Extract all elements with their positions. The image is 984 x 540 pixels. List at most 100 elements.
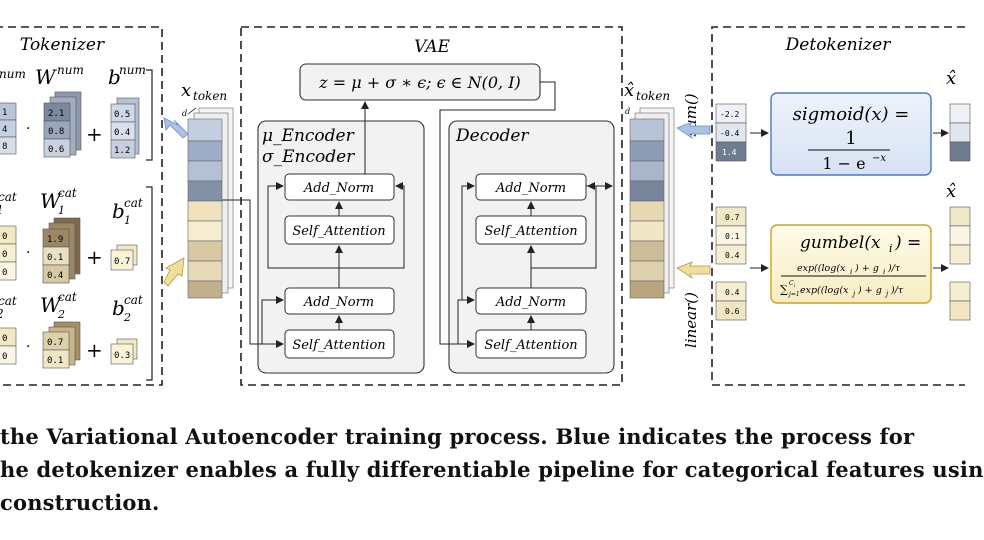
sigmoid-numerator: 1 <box>845 128 856 149</box>
output-num-cell <box>949 122 971 143</box>
detokenizer-title: Detokenizer <box>785 35 892 55</box>
dec-add-norm-label: Add_Norm <box>495 181 566 196</box>
w-num-matrix: 2.1 0.8 0.6 <box>43 91 82 158</box>
x-token-label: x <box>181 80 191 101</box>
blue-arrow <box>676 121 711 140</box>
plus-operator: + <box>86 338 103 362</box>
gumbel-lhs: gumbel(x <box>800 233 881 253</box>
b1-cat-sub: 1 <box>124 214 131 227</box>
tokenizer-title: Tokenizer <box>20 35 105 55</box>
w-num-value: 0.8 <box>48 127 64 137</box>
x1-cat-vector: 0 0 0 <box>0 225 17 281</box>
output-hat-num: x̂ <box>946 68 956 89</box>
w-num-value: 0.6 <box>48 145 64 155</box>
blue-arrow <box>163 117 189 139</box>
x-hat-token-stack: x̂ token d <box>624 80 675 299</box>
vae-title: VAE <box>414 37 450 57</box>
x-token-stack: x token d <box>181 80 234 299</box>
b-num-value: 0.5 <box>114 110 130 120</box>
b2-cat-value: 0.3 <box>114 351 130 361</box>
x1-cat-sup: cat <box>0 190 17 204</box>
x1-cat-sub: 1 <box>0 203 4 217</box>
x-hat-token-d: d <box>625 107 630 116</box>
b2-cat-vector: 0.3 <box>110 338 138 365</box>
x2-cat-sub: 2 <box>0 307 4 321</box>
x1-cat-value: 0 <box>2 250 7 260</box>
b-num-value: 1.2 <box>114 146 130 156</box>
gumbel-denominator-3: )/τ <box>890 285 904 296</box>
plus-operator: + <box>86 245 103 269</box>
w-num-label: W <box>35 65 57 89</box>
gumbel-denominator: exp((log(x <box>800 285 849 296</box>
x1-cat-value: 0 <box>2 232 7 242</box>
gumbel-numerator-3: )/τ <box>887 263 901 274</box>
gumbel-numerator: exp((log(x <box>797 263 846 274</box>
gumbel-num-sub: i <box>883 268 885 276</box>
w1-cat-value: 1.9 <box>47 235 63 245</box>
gumbel-numerator-2: ) + g <box>854 263 879 274</box>
x-num-vector: 1 4 8 <box>0 102 17 155</box>
output-cat-cell <box>949 244 971 265</box>
dec-add-norm-top <box>475 173 587 201</box>
latent-formula: z = μ + σ ∗ ϵ; ϵ ∈ N(0, I) <box>318 73 521 92</box>
detok-cat-value: 0.7 <box>725 213 740 222</box>
gumbel-sum-upper: C <box>789 280 794 287</box>
caption-line-3: construction. <box>0 490 160 515</box>
dec-self-attention-label: Self_Attention <box>484 338 577 353</box>
detokenizer-section: Detokenizer sum() linear() -2.2 -0.4 1.4… <box>676 26 971 386</box>
x2-cat-sup: cat <box>0 294 17 308</box>
output-cat-cell <box>949 300 971 321</box>
encoder-title-mu: μ_Encoder <box>262 126 355 146</box>
w2-cat-sub: 2 <box>57 308 65 321</box>
detok-cat-value: 0.4 <box>725 251 740 260</box>
x2-cat-value: 0 <box>2 352 7 362</box>
detok-cat-value: 0.1 <box>725 232 740 241</box>
decoder-connections <box>439 81 613 348</box>
x-hat-token-sub: token <box>636 89 670 103</box>
linear-label: linear() <box>682 292 700 348</box>
sigmoid-denominator: 1 − e <box>822 154 865 173</box>
w2-cat-sup: cat <box>58 290 77 304</box>
vae-diagram: Tokenizer num 1 4 8 · W num 2.1 0.8 0.6 … <box>0 26 971 386</box>
sigmoid-lhs: sigmoid(x) = <box>793 104 910 125</box>
detok-num-vector: -2.2 -0.4 1.4 <box>715 103 747 162</box>
enc-self-attention-label: Self_Attention <box>292 338 385 353</box>
dot-operator: · <box>26 339 30 355</box>
gumbel-lhs-sub: i <box>889 242 893 255</box>
gumbel-den-sub: j <box>884 290 889 298</box>
b2-cat-sup: cat <box>124 293 143 307</box>
gumbel-sum: ∑ <box>780 283 788 296</box>
detokenizer-border <box>711 26 965 386</box>
b1-cat-value: 0.7 <box>114 257 130 267</box>
b1-cat-vector: 0.7 <box>110 244 138 271</box>
dec-self-attention-label: Self_Attention <box>484 224 577 239</box>
detok-cat-vector-1: 0.7 0.1 0.4 <box>715 206 747 265</box>
detok-num-value: -0.4 <box>720 129 739 138</box>
gold-arrow <box>676 261 711 280</box>
gumbel-den-sub: j <box>851 290 856 298</box>
sigmoid-den-exp: −x <box>872 153 886 164</box>
tokenizer-border <box>0 26 163 386</box>
b2-cat-sub: 2 <box>123 311 131 324</box>
num-bracket <box>146 69 153 161</box>
output-cat-cell <box>949 281 971 302</box>
enc-add-norm-top <box>284 173 395 201</box>
gumbel-lhs-end: ) = <box>894 233 921 253</box>
vae-section: VAE z = μ + σ ∗ ϵ; ϵ ∈ N(0, I) μ_Encoder… <box>222 26 623 386</box>
dot-operator: · <box>26 245 30 261</box>
caption-line-1: the Variational Autoencoder training pro… <box>0 424 915 449</box>
x-num-value: 4 <box>2 125 7 135</box>
w1-cat-matrix: 1.9 0.1 0.4 <box>42 217 81 284</box>
detok-cat-value: 0.6 <box>725 307 740 316</box>
w2-cat-matrix: 0.7 0.1 <box>42 321 81 369</box>
x-num-value: 8 <box>2 142 7 152</box>
gumbel-sum-lower: j=1 <box>787 291 800 298</box>
b2-cat-label: b <box>112 296 125 320</box>
x2-cat-value: 0 <box>2 334 7 344</box>
x1-cat-value: 0 <box>2 268 7 278</box>
detok-cat-value: 0.4 <box>725 288 740 297</box>
enc-add-norm-label: Add_Norm <box>303 181 374 196</box>
w2-cat-value: 0.7 <box>47 338 63 348</box>
gumbel-sum-upper-sub: i <box>794 283 796 289</box>
dot-operator: · <box>26 121 30 137</box>
